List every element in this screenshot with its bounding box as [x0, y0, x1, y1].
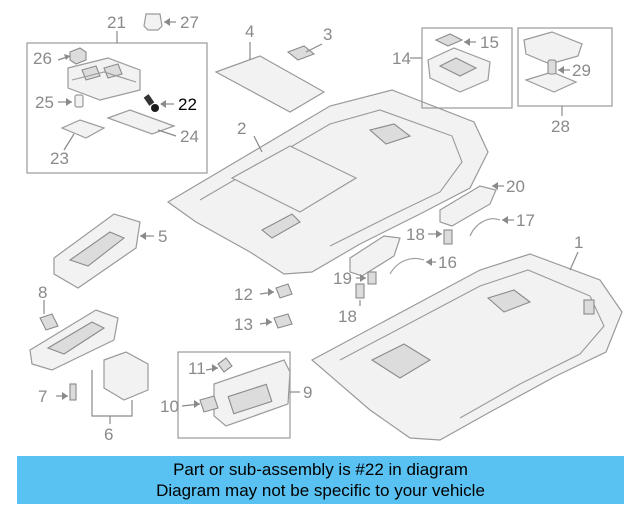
label-part-13: 13: [234, 315, 253, 334]
screw-part-19: [367, 271, 377, 285]
module-part-6b: [103, 351, 149, 401]
screw-part-18b: [355, 283, 365, 299]
label-part-16: 16: [438, 253, 457, 272]
label-part-17: 17: [516, 211, 535, 230]
grab-handle-part-16: [389, 257, 425, 275]
clip-part-12: [275, 283, 293, 299]
label-part-22: 22: [178, 95, 197, 114]
label-part-9: 9: [303, 383, 312, 402]
screw-part-22: [143, 94, 159, 112]
headliner-part-2: [166, 89, 489, 275]
label-part-1: 1: [574, 233, 583, 252]
clip-part-13: [273, 313, 293, 329]
label-part-11: 11: [188, 359, 206, 378]
banner-line-part-reference: Part or sub-assembly is #22 in diagram: [173, 460, 468, 479]
bulb-part-25: [74, 94, 84, 108]
map-lamp-housing-part: [67, 57, 141, 101]
headliner-part-1: [310, 253, 623, 441]
label-part-23: 23: [50, 149, 69, 168]
hinge-part-10: [199, 395, 219, 413]
clip-part-11: [217, 357, 233, 373]
screw-part-7: [69, 383, 77, 401]
group-box-9: [177, 351, 291, 439]
bulb-part-29: [547, 59, 557, 75]
grab-handle-part-17: [469, 218, 501, 237]
label-part-18b: 18: [338, 307, 357, 326]
screw-part-18a: [443, 229, 453, 245]
label-part-14: 14: [392, 49, 411, 68]
label-part-19: 19: [333, 269, 352, 288]
label-part-12: 12: [234, 285, 253, 304]
lens-part-24: [106, 109, 176, 135]
label-part-4: 4: [245, 22, 254, 41]
bracket-part-8: [39, 313, 59, 331]
lens-part-15: [434, 33, 464, 47]
label-part-27: 27: [180, 13, 199, 32]
label-part-7: 7: [38, 387, 47, 406]
label-part-18a: 18: [406, 225, 425, 244]
banner-line-disclaimer: Diagram may not be specific to your vehi…: [156, 481, 485, 500]
label-part-10: 10: [160, 397, 179, 416]
bracket-part-3: [286, 45, 316, 61]
label-part-5: 5: [158, 227, 167, 246]
label-part-20: 20: [506, 177, 525, 196]
parts-diagram: 21 27 26 25 22 24 23 4 3 2 14 15 29 28 2…: [26, 13, 623, 444]
label-part-21: 21: [107, 13, 126, 32]
label-part-2: 2: [237, 119, 246, 138]
group-box-14: [421, 27, 513, 109]
info-banner: Part or sub-assembly is #22 in diagram D…: [17, 456, 624, 504]
sunroof-panel-part-4: [214, 55, 326, 113]
label-part-15: 15: [480, 33, 499, 52]
lens-part-23: [60, 119, 106, 139]
clip-part-26: [69, 47, 87, 65]
label-part-6: 6: [104, 425, 113, 444]
label-part-28: 28: [551, 117, 570, 136]
lamp-part-20: [439, 185, 497, 227]
group-box-28: [517, 27, 613, 107]
sun-visor-part: [213, 359, 291, 427]
lamp-part-28: [523, 31, 583, 65]
label-part-3: 3: [323, 25, 332, 44]
label-part-24: 24: [180, 127, 199, 146]
label-part-29: 29: [572, 61, 591, 80]
label-part-25: 25: [35, 93, 54, 112]
label-part-26: 26: [33, 49, 52, 68]
bulb-part-27: [143, 13, 163, 31]
lamp-part-mid: [349, 235, 401, 277]
label-part-8: 8: [38, 283, 47, 302]
